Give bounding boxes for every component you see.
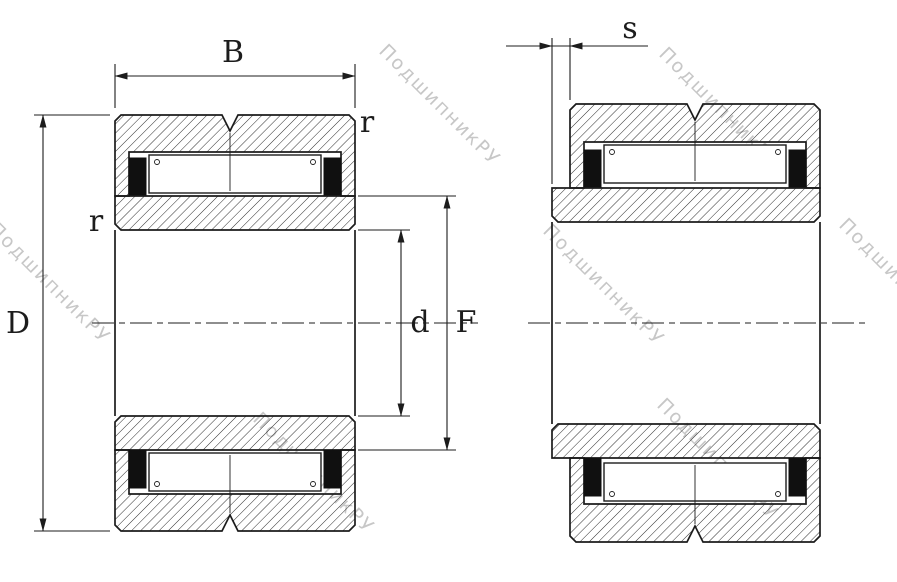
cage-rivet [775,491,781,497]
needle-roller-row-bottom [148,452,322,492]
inner-ring-bottom-section [551,423,821,459]
dim-label-s: s [622,11,637,46]
dim-label-B: B [222,35,244,70]
dimension-D: D [6,114,110,532]
outer-ring-bottom-section [114,449,356,532]
outer-ring-bottom-section [569,457,821,543]
dim-label-F: F [456,305,477,340]
dim-label-r-top: r [360,105,375,140]
right-bearing-view [528,103,866,543]
seal-right-bottom [788,457,807,497]
dimension-B: B [114,35,356,108]
seal-right-top [788,149,807,189]
seal-left-bottom [583,457,602,497]
inner-ring-top-section [114,195,356,231]
seal-left-top [583,149,602,189]
cage-rivet [775,149,781,155]
cage-rivet [609,149,615,155]
dim-label-r-left: r [89,204,104,239]
inner-ring-bottom-section [114,415,356,451]
seal-left-bottom [128,449,147,489]
inner-ring-top-section [551,187,821,223]
dimension-d: d [358,229,430,417]
cage-rivet [310,159,316,165]
seal-right-bottom [323,449,342,489]
cage-rivet [154,159,160,165]
dim-label-D: D [6,306,30,341]
cage-rivet [154,481,160,487]
cage-rivet [310,481,316,487]
left-bearing-view [92,114,478,532]
seal-right-top [323,157,342,197]
dimension-s: s [506,11,648,184]
cage-rivet [609,491,615,497]
dimension-F: F [358,195,477,451]
needle-roller-row-top [148,154,322,194]
dim-label-d: d [410,305,429,340]
seal-left-top [128,157,147,197]
